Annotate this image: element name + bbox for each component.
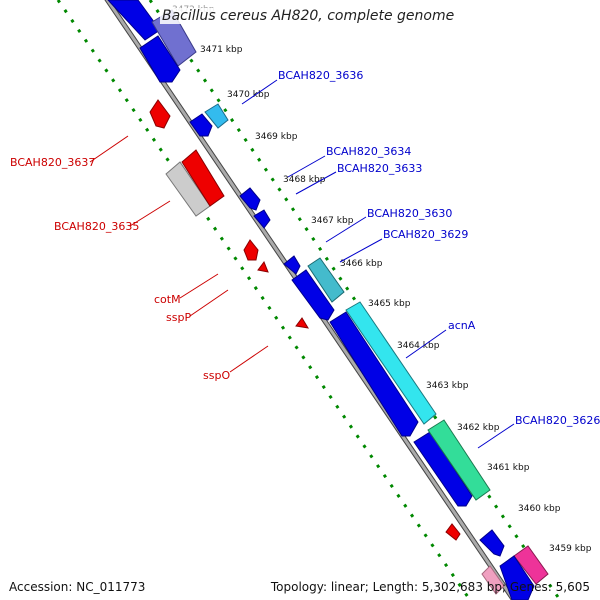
gene-label[interactable]: sspO (203, 369, 230, 382)
tick-label: 3465 kbp (368, 299, 411, 309)
gene-label[interactable]: BCAH820_3630 (367, 207, 452, 220)
gene-label[interactable]: sspP (166, 311, 191, 324)
gene-forward-acnA-cyan[interactable] (345, 301, 437, 425)
scale-ticks: 3472 kbp 3471 kbp 3470 kbp 3469 kbp 3468… (172, 5, 592, 554)
gene-reverse-sspO[interactable] (295, 317, 309, 329)
topology-summary: Topology: linear; Length: 5,302,683 bp; … (270, 580, 590, 594)
tick-label: 3470 kbp (227, 90, 270, 100)
outer-dotted-track-right (148, 0, 562, 600)
outer-dotted-track-left (56, 0, 472, 600)
tick-label: 3468 kbp (283, 175, 326, 185)
gene-forward-3626-green[interactable] (427, 419, 491, 501)
gene-reverse-3635[interactable] (181, 149, 225, 207)
tick-label: 3462 kbp (457, 423, 500, 433)
tick-label: 3467 kbp (311, 216, 354, 226)
gene-forward-3632[interactable] (253, 209, 271, 229)
gene-forward-acnA[interactable] (329, 311, 419, 437)
gene-label[interactable]: BCAH820_3633 (337, 162, 422, 175)
tick-label: 3463 kbp (426, 381, 469, 391)
gene-forward-3624[interactable] (499, 555, 535, 600)
gene-forward-3634b[interactable] (204, 103, 229, 129)
tick-label: 3464 kbp (397, 341, 440, 351)
forward-gene-labels: BCAH820_3636 BCAH820_3634 BCAH820_3633 B… (278, 69, 600, 427)
reverse-label-leaders (89, 135, 269, 373)
gene-forward-3626[interactable] (413, 431, 473, 507)
gene-reverse-3622-pink[interactable] (481, 565, 505, 595)
gene-forward-3630[interactable] (283, 255, 301, 275)
tick-label: 3461 kbp (487, 463, 530, 473)
tick-label: 3459 kbp (549, 544, 592, 554)
gene-label[interactable]: BCAH820_3634 (326, 145, 411, 158)
gene-forward-3634[interactable] (189, 113, 213, 137)
gene-label[interactable]: BCAH820_3637 (10, 156, 95, 169)
tick-label: 3469 kbp (255, 132, 298, 142)
reverse-gene-labels: BCAH820_3637 BCAH820_3635 cotM sspP sspO (10, 156, 230, 382)
gene-forward-3636[interactable] (139, 35, 181, 83)
map-title: Bacillus cereus AH820, complete genome (160, 8, 457, 24)
tick-label: 3460 kbp (518, 504, 561, 514)
tick-label: 3466 kbp (340, 259, 383, 269)
gene-label[interactable]: cotM (154, 293, 181, 306)
gene-forward-3625[interactable] (479, 529, 505, 557)
gene-reverse-sspP[interactable] (257, 260, 269, 273)
gene-forward-3624-pink[interactable] (513, 545, 549, 585)
tick-label: 3471 kbp (200, 45, 243, 55)
accession-text: Accession: NC_011773 (9, 580, 146, 594)
gene-forward-3637top[interactable] (107, 0, 161, 41)
gene-reverse-cotM[interactable] (243, 239, 259, 261)
gene-label[interactable]: acnA (448, 319, 476, 332)
gene-label[interactable]: BCAH820_3626 (515, 414, 600, 427)
gene-label[interactable]: BCAH820_3629 (383, 228, 468, 241)
gene-label[interactable]: BCAH820_3635 (54, 220, 139, 233)
gene-forward-3629b[interactable] (307, 257, 345, 303)
forward-label-leaders (241, 79, 515, 449)
gene-forward-3629[interactable] (291, 269, 335, 321)
gene-reverse-3623[interactable] (445, 523, 461, 541)
gene-reverse-3637[interactable] (149, 99, 171, 129)
gene-label[interactable]: BCAH820_3636 (278, 69, 363, 82)
gene-forward-3633[interactable] (239, 187, 261, 211)
